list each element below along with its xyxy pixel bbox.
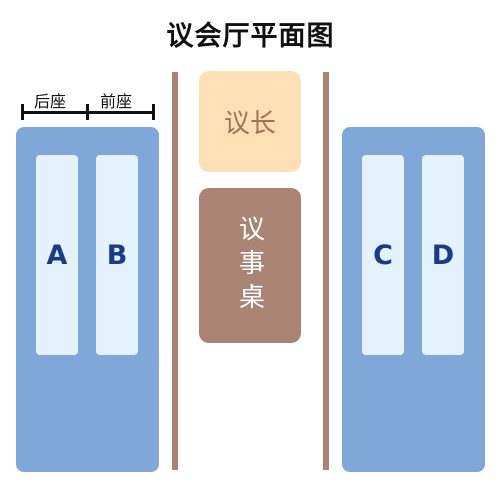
seat-column-a: A xyxy=(36,155,78,355)
seat-column-c: C xyxy=(362,155,404,355)
dimension-tick-right xyxy=(152,104,155,120)
dimension-tick-middle xyxy=(86,104,89,120)
seat-column-b: B xyxy=(96,155,138,355)
speaker-chair-label: 议长 xyxy=(223,109,276,139)
debate-table: 议事桌 xyxy=(199,188,301,343)
diagram-title: 议会厅平面图 xyxy=(166,21,335,52)
right-aisle-divider xyxy=(323,72,329,470)
speaker-chair: 议长 xyxy=(199,71,301,172)
debate-table-label: 议事桌 xyxy=(234,214,265,317)
rear-seat-label: 后座 xyxy=(34,92,67,111)
left-aisle-divider xyxy=(172,72,178,470)
dimension-tick-left xyxy=(21,104,24,120)
front-seat-label: 前座 xyxy=(100,92,133,111)
seat-column-d: D xyxy=(422,155,464,355)
